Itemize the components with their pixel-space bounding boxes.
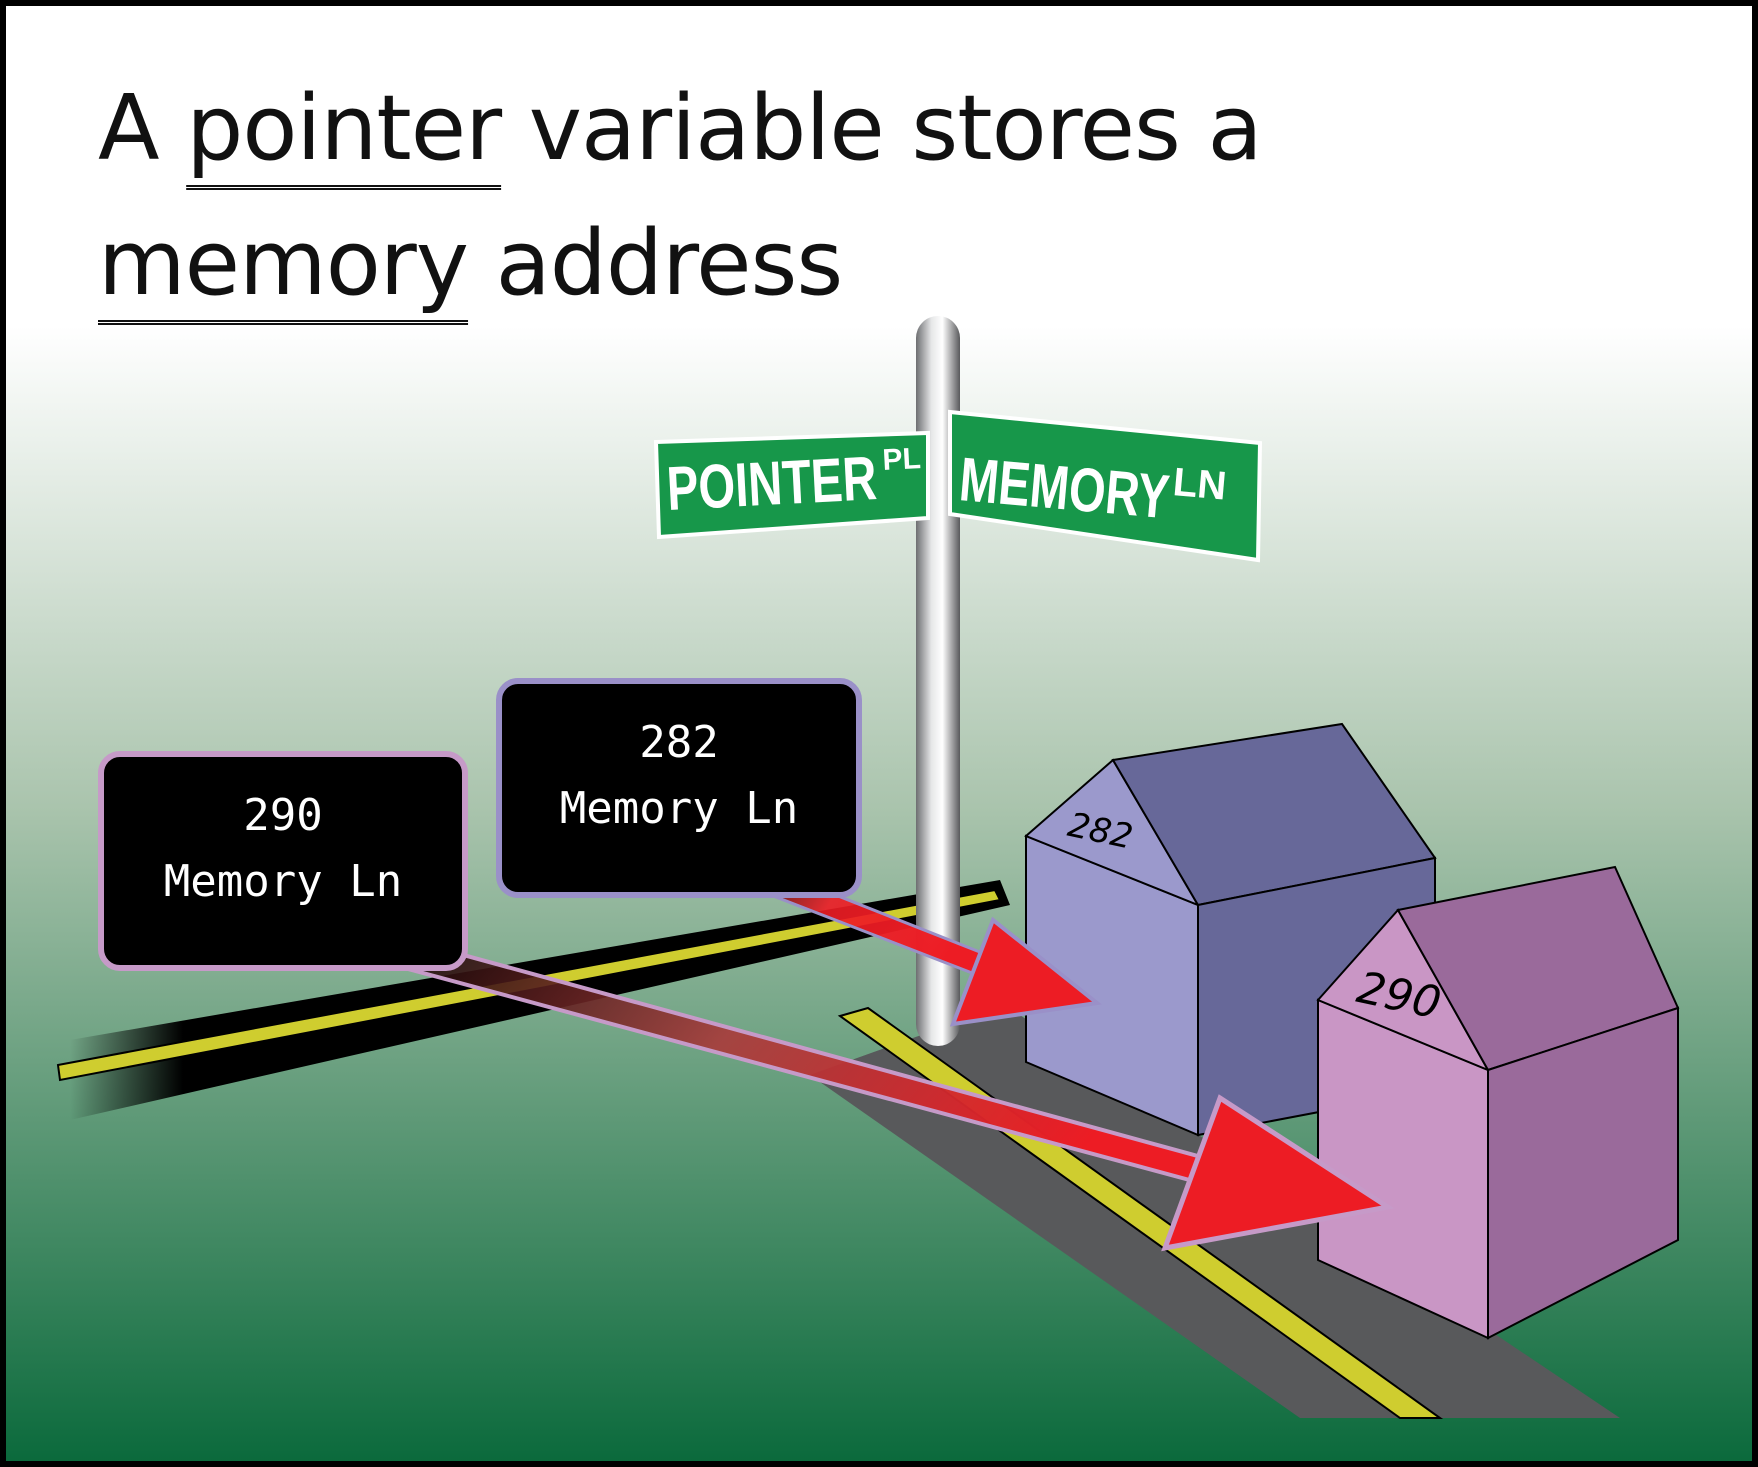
title-term-memory: memory — [98, 211, 469, 316]
street-sign-memory-suffix: LN — [1171, 460, 1228, 508]
address-card-282-number: 282 — [639, 717, 719, 768]
street-sign-memory: MEMORY LN — [948, 409, 1263, 563]
title-suffix: variable stores a — [501, 76, 1263, 181]
arrow-290-head — [1161, 1094, 1395, 1252]
title-term-address: address — [468, 211, 844, 316]
scene-illustration: 282 290 POINTER PL MEMORY LN — [6, 6, 1752, 1461]
street-sign-pointer-name: POINTER — [665, 444, 878, 524]
address-card-290: 290 Memory Ln — [98, 751, 468, 971]
address-card-282: 282 Memory Ln — [496, 678, 862, 898]
address-card-290-street: Memory Ln — [163, 856, 403, 907]
address-card-290-number: 290 — [243, 790, 323, 841]
arrow-282-head — [949, 916, 1102, 1027]
street-sign-pointer-panel — [653, 430, 930, 540]
house-290: 290 — [1316, 865, 1680, 1340]
street-sign-pointer: POINTER PL — [653, 430, 930, 540]
house-290-side — [1487, 1006, 1679, 1340]
title-term-pointer: pointer — [186, 76, 502, 181]
title-line-2: memory address — [98, 211, 844, 316]
title-prefix: A — [98, 76, 187, 181]
street-sign-memory-panel — [948, 409, 1263, 563]
street-sign-pointer-suffix: PL — [882, 442, 922, 477]
title-line-1: A pointer variable stores a — [98, 76, 1263, 181]
address-card-282-street: Memory Ln — [559, 783, 799, 834]
